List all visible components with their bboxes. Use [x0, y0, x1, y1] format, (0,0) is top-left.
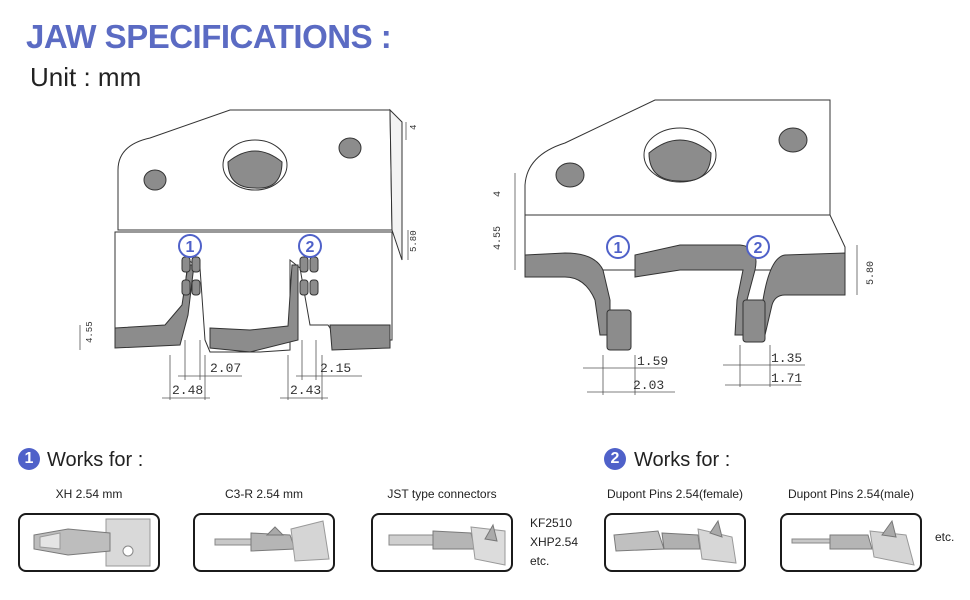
right-jaw-drawing: 1 2 1.59 2.03 1.35 1.71 4 4.55 5.80	[493, 99, 877, 395]
terminal-xh-icon	[33, 518, 151, 567]
left-slot1-number: 1	[186, 239, 195, 256]
works-for-2-number-badge: 2	[604, 448, 626, 470]
item-c3r-label: C3-R 2.54 mm	[224, 487, 304, 501]
terminal-jst-icon	[388, 523, 506, 566]
left-dim-slot2-outer: 2.43	[290, 383, 321, 398]
slot2-marker-icon	[746, 235, 770, 259]
item-dupont-female-image	[604, 513, 746, 572]
left-dim-top: 4	[409, 125, 419, 130]
dupont-male-icon	[791, 519, 915, 566]
left-slot2-number: 2	[306, 239, 315, 256]
right-dim-slot1-outer: 2.03	[633, 378, 664, 393]
right-slot2-number: 2	[754, 240, 763, 257]
slot2-marker-icon	[298, 234, 322, 258]
item-xh-label: XH 2.54 mm	[55, 487, 123, 501]
right-dim-left: 4.55	[493, 226, 504, 250]
item-dupont-male-image	[780, 513, 922, 572]
right-dim-slot2-inner: 1.35	[771, 351, 802, 366]
left-dim-slot1-outer: 2.48	[172, 383, 203, 398]
extra-kf2510: KF2510	[530, 516, 573, 530]
left-dim-slot1-inner: 2.07	[210, 361, 241, 376]
item-dupont-female-label: Dupont Pins 2.54(female)	[606, 487, 744, 501]
item-xh-image	[18, 513, 160, 572]
works-for-1-number-badge: 1	[18, 448, 40, 470]
right-slot1-number: 1	[614, 240, 623, 257]
right-dim-slot2-outer: 1.71	[771, 371, 802, 386]
item-dupont-male-label: Dupont Pins 2.54(male)	[787, 487, 915, 501]
terminal-c3r-icon	[214, 520, 330, 562]
works-for-1-label: Works for :	[47, 449, 144, 471]
left-jaw-drawing: 1 2 2.07 2.48 2.15 2.43 4.55 4 5.80	[79, 108, 419, 400]
left-dim-left: 4.55	[85, 321, 95, 343]
works-for-2-label: Works for :	[634, 449, 731, 471]
slot1-marker-icon	[178, 234, 202, 258]
extra-etc-2: etc.	[935, 530, 955, 544]
left-dim-right: 5.80	[409, 230, 419, 252]
extra-xhp254: XHP2.54	[530, 535, 579, 549]
works-for-1-extra: KF2510 XHP2.54 etc.	[530, 514, 578, 571]
item-c3r-image	[193, 513, 335, 572]
right-dim-slot1-inner: 1.59	[637, 354, 668, 369]
right-dim-top: 4	[493, 191, 504, 197]
right-dim-right: 5.80	[866, 261, 877, 285]
extra-etc: etc.	[530, 554, 550, 568]
dupont-female-icon	[613, 519, 737, 564]
page-title: JAW SPECIFICATIONS :	[26, 18, 392, 55]
works-for-2-extra: etc.	[935, 528, 954, 547]
item-jst-label: JST type connectors	[387, 487, 497, 501]
hole-large-icon	[222, 139, 288, 191]
slot1-marker-icon	[606, 235, 630, 259]
item-jst-image	[371, 513, 513, 572]
left-dim-slot2-inner: 2.15	[320, 361, 351, 376]
unit-label: Unit : mm	[30, 62, 142, 92]
